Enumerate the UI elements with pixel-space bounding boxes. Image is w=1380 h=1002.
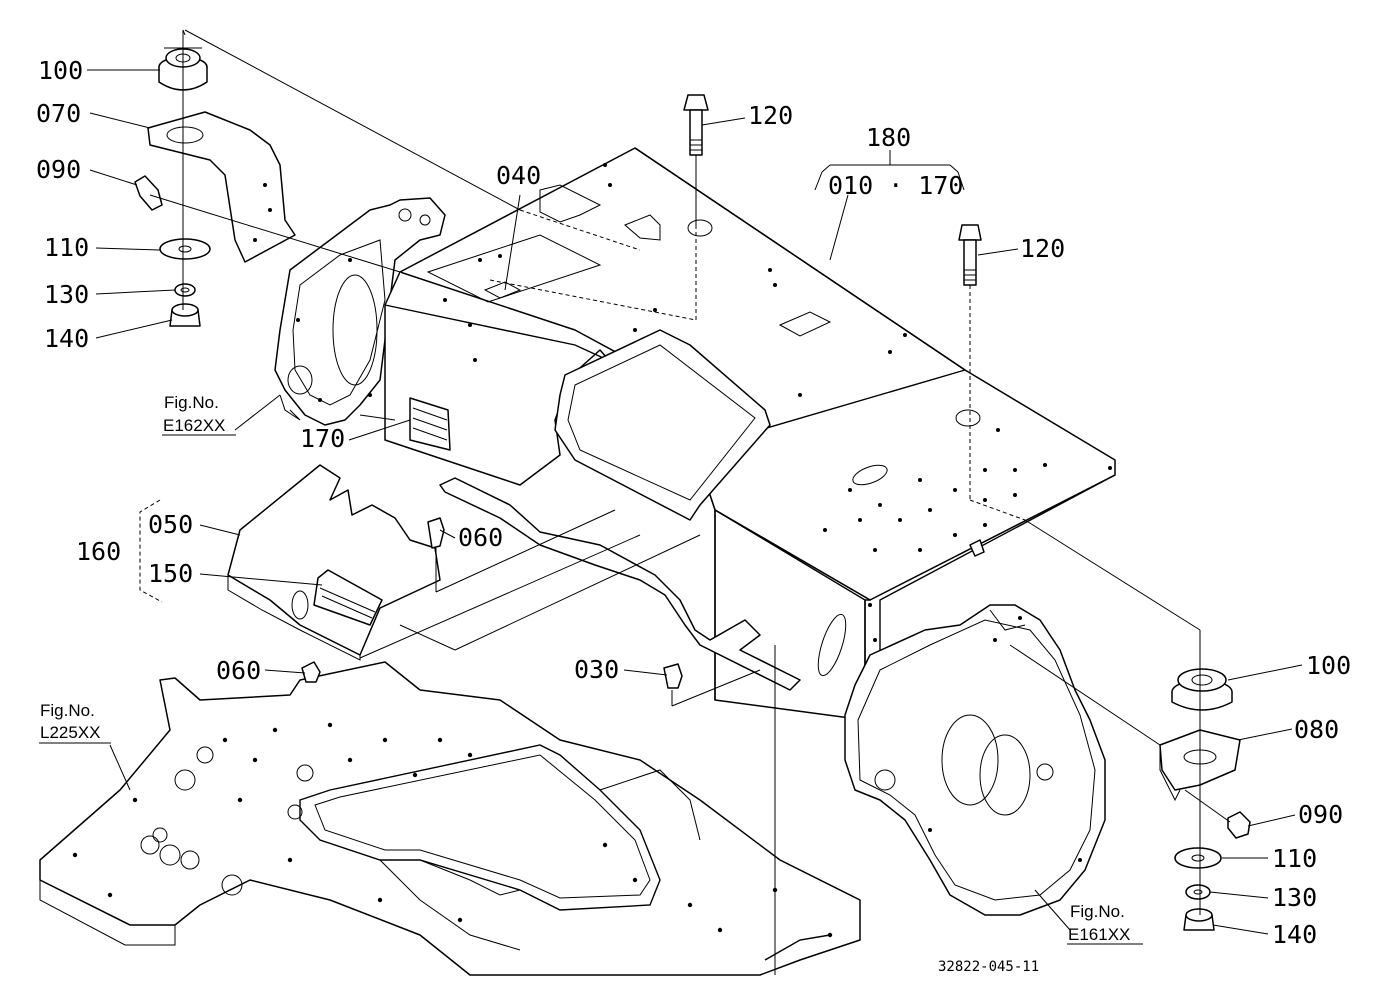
callout-170: 170 [300,424,345,453]
figref-e161-prefix: Fig.No. [1070,902,1125,921]
nut-140-right [1183,908,1215,931]
callout-160: 160 [76,537,121,566]
callout-120-right: 120 [1020,234,1065,263]
callout-110-left: 110 [44,233,89,262]
callout-150: 150 [148,559,193,588]
callout-050: 050 [148,510,193,539]
frame-holes [72,722,833,938]
callout-130-right: 130 [1272,883,1317,912]
pipe-bracket [439,477,801,691]
figref-e161-number: E161XX [1068,925,1130,944]
bracket-070 [147,111,296,263]
group-brace-180 [814,150,965,191]
small-cover [227,464,441,661]
right-housing [844,604,1106,916]
case-stud [969,539,985,557]
callout-080: 080 [1294,715,1339,744]
nut-140-left [169,303,201,327]
callout-140-left: 140 [44,324,89,353]
group-brace-160 [139,499,163,603]
callout-180: 180 [866,123,911,152]
bolt-120-a [683,94,709,156]
callout-100-right: 100 [1306,651,1351,680]
bolt-090-right [1227,811,1251,839]
callout-040: 040 [496,161,541,190]
bolt-030 [663,663,683,689]
bolt-090-left [134,175,163,211]
washer-110-left [159,238,211,260]
figref-l225-number: L225XX [40,723,101,742]
decal-150 [313,569,383,626]
callout-010-170: 010 · 170 [828,171,963,200]
callout-140-right: 140 [1272,920,1317,949]
callout-130-left: 130 [44,280,89,309]
callout-labels: 100 070 090 110 130 140 040 120 180 010 … [36,56,1351,949]
callout-110-right: 110 [1272,844,1317,873]
bolt-060-b [301,661,321,683]
case-holes [443,163,1112,702]
callout-120-top: 120 [748,101,793,130]
figref-l225-prefix: Fig.No. [40,701,95,720]
rubber-mount-right [1171,668,1233,711]
callout-030: 030 [574,655,619,684]
washer-130-left [174,283,196,297]
leader-lines [87,69,1303,935]
figure-ref-l225: Fig.No. L225XX [39,701,111,744]
callout-060-upper: 060 [458,523,503,552]
decal-170 [409,397,451,451]
callout-070: 070 [36,99,81,128]
frame-plate [39,661,861,976]
bolt-060-a [427,517,445,549]
transmission-case [384,147,1116,722]
bolt-120-b [958,224,982,286]
assembly-lines [149,29,1231,975]
callout-100-left: 100 [38,56,83,85]
figref-e162-prefix: Fig.No. [164,393,219,412]
figure-ref-e162: Fig.No. E162XX [162,393,236,436]
callout-060-lower: 060 [216,656,261,685]
figure-ref-e161: Fig.No. E161XX [1067,902,1143,945]
washer-130-right [1185,884,1211,900]
callout-090-left: 090 [36,155,81,184]
callout-090-right: 090 [1298,800,1343,829]
left-housing [274,197,446,426]
washer-110-right [1174,847,1222,869]
drawing-code: 32822-045-11 [938,959,1039,975]
figref-e162-number: E162XX [163,416,225,435]
